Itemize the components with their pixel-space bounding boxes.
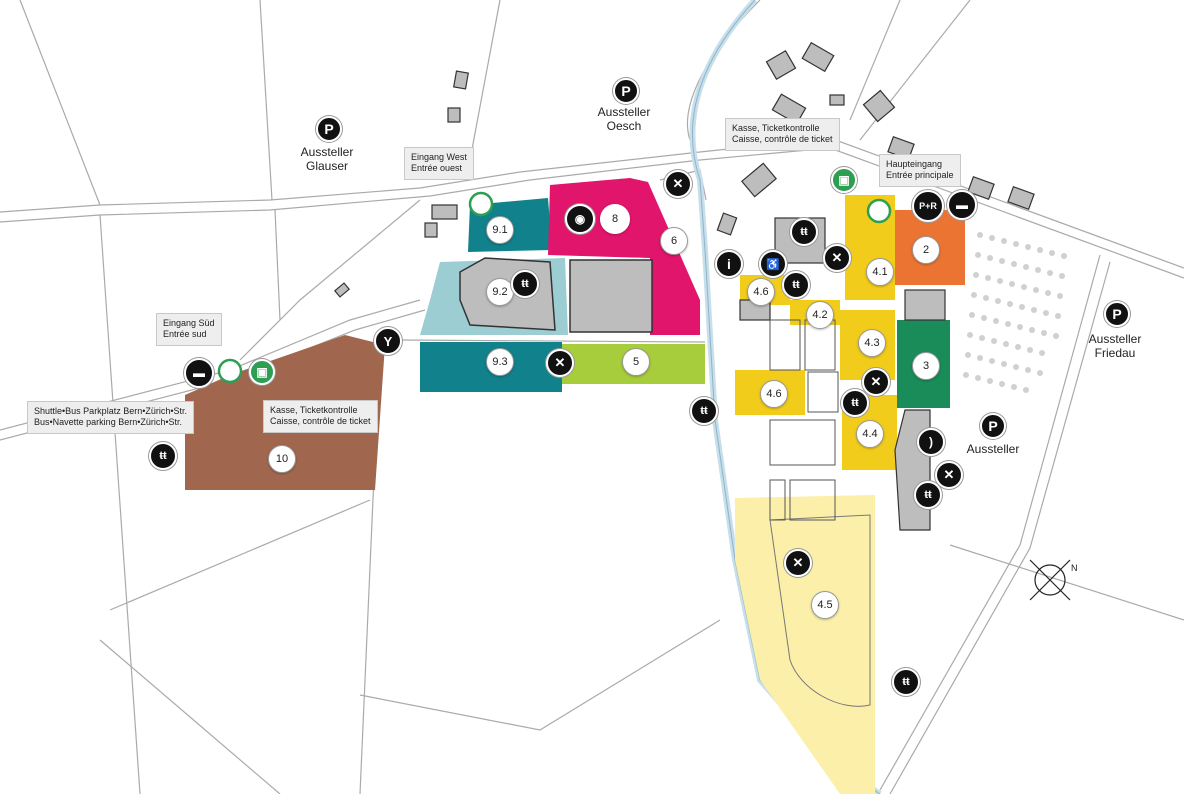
parking-label-oesch: Aussteller Oesch xyxy=(597,105,651,133)
area-pin-8[interactable]: 8 xyxy=(600,204,630,234)
tree-dots xyxy=(963,232,1067,393)
area-pin-10[interactable]: 10 xyxy=(268,445,296,473)
bus-icon-top: ▬ xyxy=(947,190,977,220)
parking-label-aussteller: Aussteller xyxy=(966,442,1020,456)
area-pin-9-3[interactable]: 9.3 xyxy=(486,348,514,376)
restaurant-icon-main: ✕ xyxy=(823,244,851,272)
area-4-5 xyxy=(735,495,875,794)
area-pin-4-1[interactable]: 4.1 xyxy=(866,258,894,286)
bar-icon: Y xyxy=(374,327,402,355)
area-pin-5[interactable]: 5 xyxy=(622,348,650,376)
restaurant-icon-9-3: ✕ xyxy=(546,349,574,377)
parking-icon-friedau: P xyxy=(1104,301,1130,327)
area-pin-2[interactable]: 2 xyxy=(912,236,940,264)
toilet-icon-river: ŧŧ xyxy=(690,397,718,425)
parking-icon-aussteller: P xyxy=(980,413,1006,439)
houses xyxy=(333,41,1035,298)
entrances xyxy=(217,191,892,384)
toilet-icon-south: ŧŧ xyxy=(892,668,920,696)
parking-icon-oesch: P xyxy=(613,78,639,104)
callout-kasse-left: Kasse, Ticketkontrolle Caisse, contrôle … xyxy=(263,400,378,433)
wifi-icon: ) xyxy=(917,428,945,456)
area-pin-4-2[interactable]: 4.2 xyxy=(806,301,834,329)
callout-haupteingang: Haupteingang Entrée principale xyxy=(879,154,961,187)
info-icon: i xyxy=(715,250,743,278)
park-and-ride-icon: P+R xyxy=(912,190,944,222)
compass-north-label: N xyxy=(1071,563,1078,573)
area-pin-4-4[interactable]: 4.4 xyxy=(856,420,884,448)
accessible-icon: ♿ xyxy=(759,250,787,278)
area-pin-9-1[interactable]: 9.1 xyxy=(486,216,514,244)
restaurant-icon-4-3: ✕ xyxy=(862,368,890,396)
callout-eingang-sued: Eingang Süd Entrée sud xyxy=(156,313,222,346)
toilet-icon-4-4: ŧŧ xyxy=(841,389,869,417)
toilet-icon-main-1: ŧŧ xyxy=(790,218,818,246)
eye-icon: ◉ xyxy=(565,204,595,234)
parking-label-glauser: Aussteller Glauser xyxy=(300,145,354,173)
area-pin-3[interactable]: 3 xyxy=(912,352,940,380)
restaurant-icon-4-5: ✕ xyxy=(784,549,812,577)
toilet-icon-east: ŧŧ xyxy=(914,481,942,509)
bus-icon-south: ▬ xyxy=(184,358,214,388)
callout-shuttle: Shuttle•Bus Parkplatz Bern•Zürich•Str. B… xyxy=(27,401,195,434)
area-pin-4-5[interactable]: 4.5 xyxy=(811,591,839,619)
compass-icon xyxy=(1029,559,1071,601)
cash-desk-icon-south: ▣ xyxy=(249,359,275,385)
cash-desk-icon-top: ▣ xyxy=(831,167,857,193)
area-pin-4-6a[interactable]: 4.6 xyxy=(747,278,775,306)
toilet-icon-9-2: ŧŧ xyxy=(511,270,539,298)
callout-kasse-top: Kasse, Ticketkontrolle Caisse, contrôle … xyxy=(725,118,840,151)
restaurant-icon-6: ✕ xyxy=(664,170,692,198)
parking-icon-glauser: P xyxy=(316,116,342,142)
restaurant-icon-east: ✕ xyxy=(935,461,963,489)
area-pin-9-2[interactable]: 9.2 xyxy=(486,278,514,306)
parking-label-friedau: Aussteller Friedau xyxy=(1088,332,1142,360)
area-pin-4-6b[interactable]: 4.6 xyxy=(760,380,788,408)
callout-eingang-west: Eingang West Entrée ouest xyxy=(404,147,474,180)
toilet-icon-10: ŧŧ xyxy=(149,442,177,470)
area-pin-4-3[interactable]: 4.3 xyxy=(858,329,886,357)
area-pin-6[interactable]: 6 xyxy=(660,227,688,255)
toilet-icon-main-2: ŧŧ xyxy=(782,271,810,299)
